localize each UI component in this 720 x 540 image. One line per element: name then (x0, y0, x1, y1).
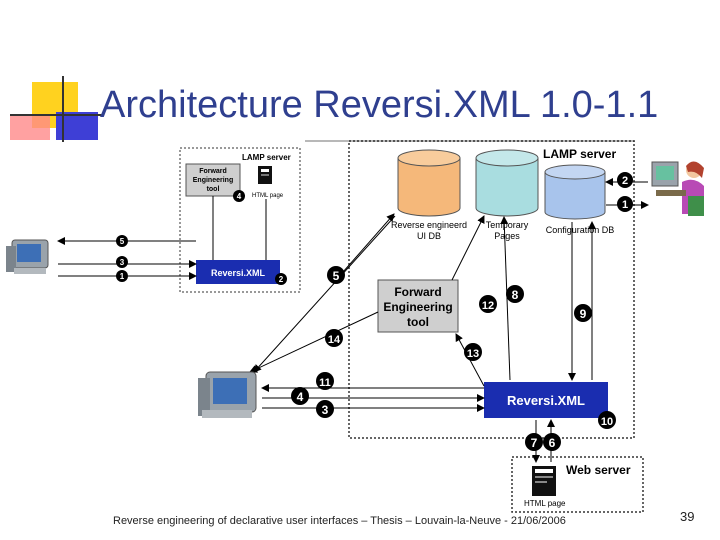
small-html-page-label: HTML page (252, 193, 284, 199)
badge-12 (479, 295, 497, 313)
db3-label: Configuration DB (546, 225, 615, 235)
db2-label-line2: Pages (494, 231, 520, 241)
small-tool-line2: Engineering (193, 177, 233, 184)
badge-1 (617, 196, 633, 212)
badge-3-text: 3 (322, 403, 329, 417)
badge-12-text: 12 (482, 300, 494, 312)
forward-engineering-tool (377, 279, 459, 333)
large-lamp-server-box (348, 140, 635, 439)
slide-title: Architecture Reversi.XML 1.0-1.1 (100, 84, 659, 126)
badge-11 (316, 372, 334, 390)
slide-footer: Reverse engineering of declarative user … (113, 515, 566, 527)
small-forward-engineering-tool (185, 163, 241, 197)
left-badge-5 (116, 235, 128, 247)
bottom-computer-icon (198, 371, 257, 418)
badge-2-text: 2 (622, 175, 628, 187)
small-tool-line3: tool (207, 186, 220, 193)
page-number: 39 (680, 509, 695, 524)
left-badge-3 (116, 256, 128, 268)
web-server-label: Web server (566, 463, 631, 477)
badge-7 (525, 433, 543, 451)
arrow-5-to-db (342, 213, 395, 273)
db1-label-line2: UI DB (417, 231, 441, 241)
badge-11-text: 11 (319, 377, 331, 389)
small-tool-line1: Forward (199, 168, 227, 175)
arrow-12-tool-to-db2 (451, 215, 485, 281)
small-badge-4-text: 4 (237, 192, 242, 201)
badge-8 (506, 285, 524, 303)
badge-5 (327, 266, 345, 284)
left-computer-icon (6, 239, 49, 274)
small-reversi-xml-label: Reversi.XML (211, 268, 266, 278)
left-badge-5-text: 5 (120, 237, 125, 246)
left-badge-1-text: 1 (120, 272, 125, 281)
badge-13-text: 13 (467, 348, 479, 360)
small-lamp-server-box (179, 147, 301, 293)
arrow-5-from-lamp-edge (253, 215, 396, 373)
tool-line2: Engineering (383, 300, 452, 314)
badge-10-text: 10 (601, 416, 613, 428)
small-lamp-server-label: LAMP server (242, 153, 291, 162)
configuration-db (544, 164, 606, 220)
db1-label-line1: Reverse engineerd (391, 220, 467, 230)
user-at-computer-icon (651, 161, 704, 216)
badge-14-text: 14 (328, 334, 341, 346)
tool-line1: Forward (394, 285, 441, 299)
tool-line3: tool (407, 315, 429, 329)
badge-3 (316, 400, 334, 418)
db2-label-line1: Temporary (486, 220, 529, 230)
logo-vertical-line (62, 76, 64, 142)
badge-2 (617, 172, 633, 188)
reverse-engineerd-ui-db (397, 149, 461, 217)
reversi-xml-box (484, 382, 608, 418)
badge-14 (325, 329, 343, 347)
badge-5-text: 5 (333, 269, 340, 283)
badge-4 (291, 387, 309, 405)
badge-9 (574, 304, 592, 322)
left-badge-3-text: 3 (120, 258, 125, 267)
badge-6-text: 6 (549, 436, 556, 450)
small-badge-2-text: 2 (279, 275, 284, 284)
web-server-box (511, 456, 644, 513)
reversi-xml-label: Reversi.XML (507, 393, 585, 408)
badge-10 (598, 411, 616, 429)
temporary-pages-db (475, 149, 539, 217)
badge-8-text: 8 (512, 288, 519, 302)
logo-horizontal-line (10, 114, 102, 116)
small-reversi-xml-box (196, 260, 280, 284)
left-badge-1 (116, 270, 128, 282)
web-html-page-icon (532, 466, 556, 496)
small-html-page-icon (258, 166, 272, 184)
arrow-14-to-computer (249, 311, 379, 373)
badge-6 (543, 433, 561, 451)
small-badge-2 (275, 273, 287, 285)
badge-1-text: 1 (622, 199, 628, 211)
badge-7-text: 7 (531, 436, 538, 450)
arrow-8-reversi-to-db2 (500, 216, 511, 381)
large-lamp-server-label: LAMP server (543, 147, 616, 161)
badge-13 (464, 343, 482, 361)
logo-red-square (10, 114, 50, 140)
small-badge-4 (233, 190, 245, 202)
badge-9-text: 9 (580, 307, 587, 321)
badge-4-text: 4 (297, 390, 304, 404)
web-html-page-label: HTML page (524, 499, 566, 508)
